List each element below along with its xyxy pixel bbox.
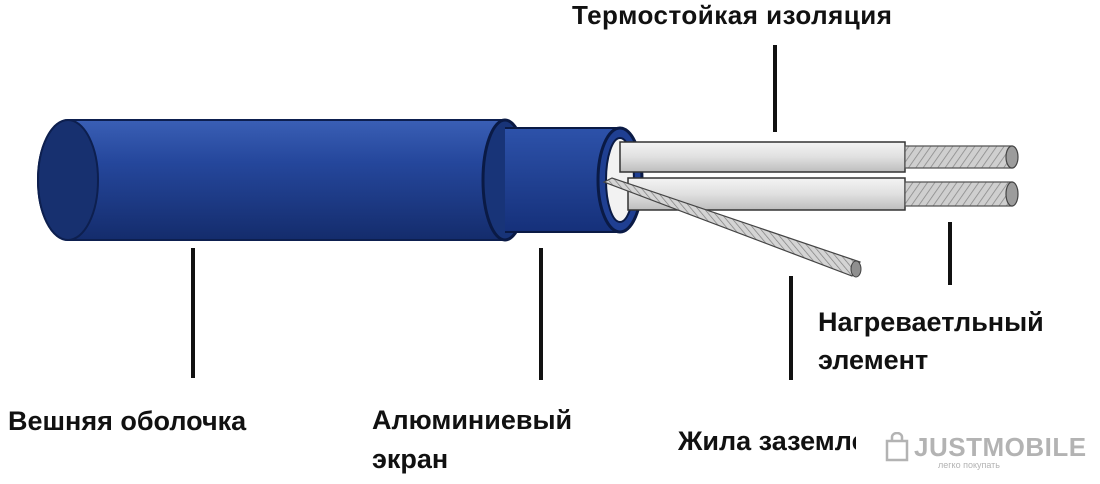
watermark-logo: JUSTMOBILE легко покупать: [884, 430, 1087, 476]
shopping-bag-icon: [885, 432, 909, 462]
label-aluminum-screen-line2: экран: [372, 444, 449, 475]
label-insulation: Термостойкая изоляция: [572, 0, 893, 30]
ground-wire: [602, 177, 862, 278]
label-ground-wire-clip: Жила заземления: [678, 422, 856, 462]
heating-conductor-bottom: [627, 177, 1019, 211]
label-aluminum-screen: Алюминиевый экран: [372, 401, 572, 479]
label-heating-element: Нагреваетльный элемент: [818, 304, 1044, 380]
outer-sheath: [37, 118, 529, 242]
label-outer-sheath: Вешняя оболочка: [8, 406, 247, 436]
label-heating-element-line2: элемент: [818, 344, 929, 375]
label-aluminum-screen-line1: Алюминиевый: [372, 405, 573, 435]
watermark-tagline: легко покупать: [938, 460, 1000, 470]
leader-lines: [191, 45, 952, 380]
watermark-brand: JUSTMOBILE: [914, 432, 1087, 462]
heating-conductor-top: [619, 141, 1019, 173]
label-ground-wire: Жила заземления: [678, 426, 856, 456]
label-heating-element-line1: Нагреваетльный: [818, 307, 1044, 337]
